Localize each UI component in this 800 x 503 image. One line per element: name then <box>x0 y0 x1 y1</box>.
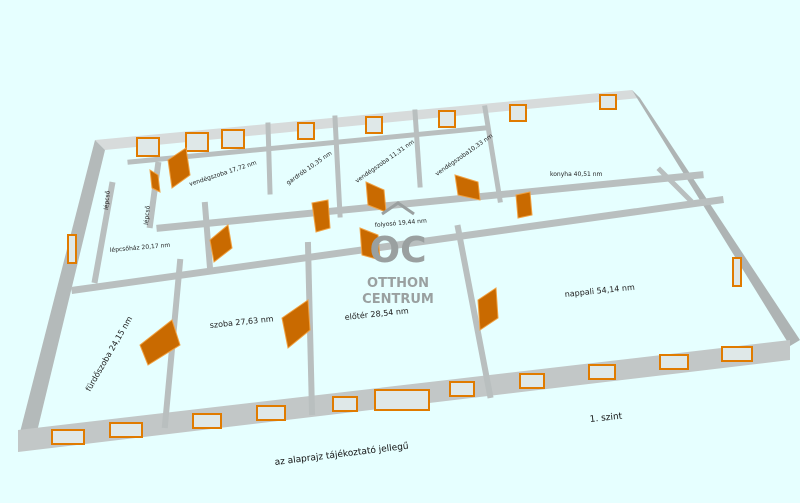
logo-line2: CENTRUM <box>362 292 434 307</box>
room-label-lepcso-1: lépcső <box>103 190 112 210</box>
level-label: 1. szint <box>589 412 623 425</box>
room-label-folyoso: folyosó 19,44 nm <box>375 217 428 229</box>
room-label-konyha: konyha 40,51 nm <box>550 171 603 178</box>
logo-line1: OTTHON <box>367 276 429 291</box>
doors <box>139 147 533 366</box>
disclaimer-text: az alaprajz tájékoztató jellegű <box>274 441 409 468</box>
floor <box>22 92 790 440</box>
otthon-centrum-logo: OC OTTHON CENTRUM <box>362 201 434 307</box>
windows <box>51 94 753 445</box>
logo-mark: OC <box>369 230 426 271</box>
interior-walls <box>71 105 724 429</box>
room-label-lepcso-2: lépcső <box>143 205 152 225</box>
